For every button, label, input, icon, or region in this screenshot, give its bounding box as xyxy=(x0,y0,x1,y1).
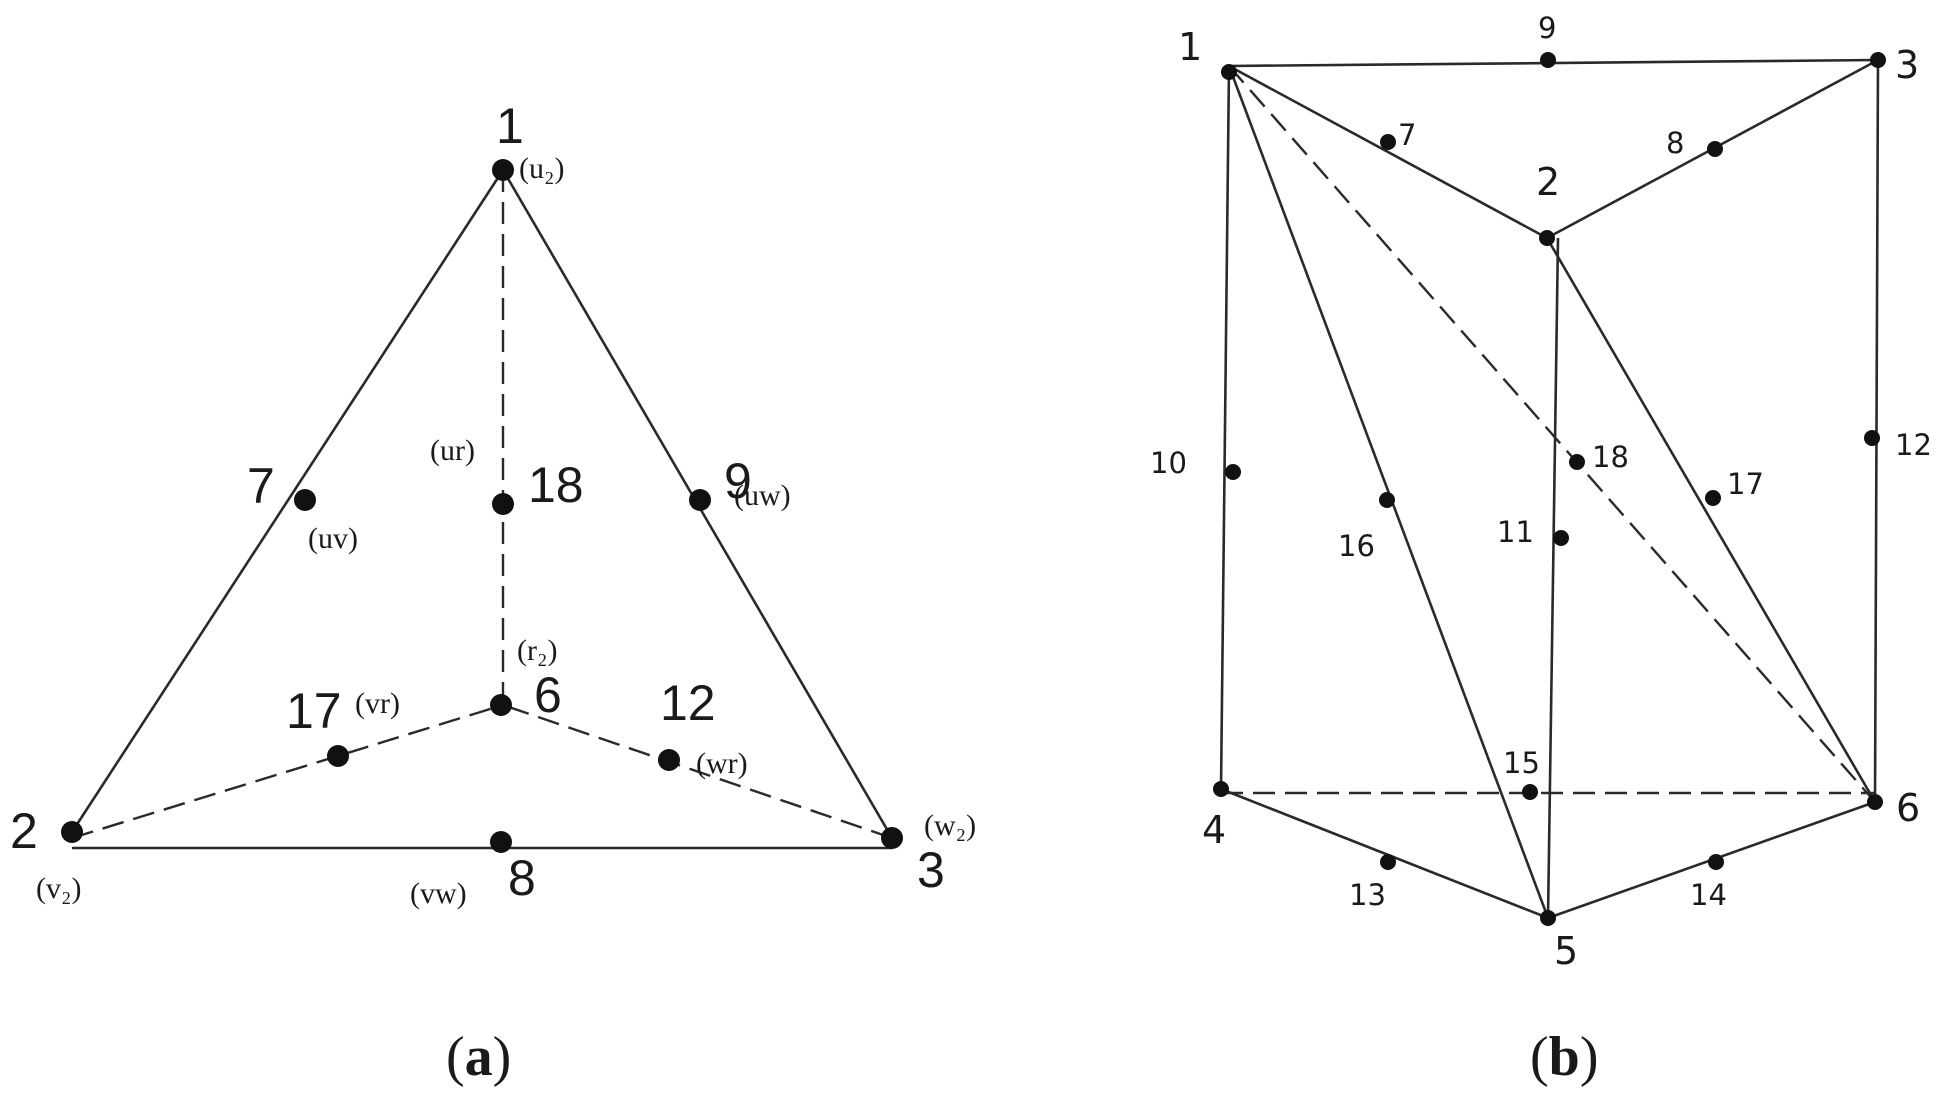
edge-b-4-5 xyxy=(1220,787,1549,920)
edge-b-3-6 xyxy=(1873,59,1880,803)
param-a-2: (v₂) xyxy=(36,872,81,905)
label-b-5: 5 xyxy=(1554,929,1578,973)
label-b-3: 3 xyxy=(1895,43,1919,87)
label-a-7: 7 xyxy=(247,458,275,514)
param-a-18: (ur) xyxy=(430,434,475,467)
node-a-6 xyxy=(490,694,512,716)
edge-b-1-5 xyxy=(1227,65,1550,919)
edge-1-2 xyxy=(70,169,505,833)
node-b-12 xyxy=(1864,430,1880,446)
node-b-1 xyxy=(1221,64,1237,80)
label-b-4: 4 xyxy=(1202,808,1226,852)
label-b-11: 11 xyxy=(1497,515,1534,549)
node-b-16 xyxy=(1379,492,1395,508)
node-b-4 xyxy=(1213,781,1229,797)
panel-b: 1 2 3 4 5 6 7 8 9 10 11 12 13 14 15 16 1… xyxy=(1150,11,1932,1088)
label-a-17: 17 xyxy=(286,683,342,739)
node-b-2 xyxy=(1539,230,1555,246)
node-b-11 xyxy=(1553,530,1569,546)
param-a-9: (uw) xyxy=(734,479,791,512)
edge-b-2-6 xyxy=(1545,237,1877,803)
node-b-18 xyxy=(1569,454,1585,470)
label-b-1: 1 xyxy=(1178,25,1202,69)
node-b-6 xyxy=(1867,794,1883,810)
param-a-17: (vr) xyxy=(355,687,400,720)
label-b-18: 18 xyxy=(1592,440,1629,474)
label-b-7: 7 xyxy=(1398,118,1416,152)
node-b-7 xyxy=(1380,134,1396,150)
node-a-8 xyxy=(490,831,512,853)
label-b-16: 16 xyxy=(1338,529,1375,563)
label-a-12: 12 xyxy=(660,675,716,731)
edge-b-2-5 xyxy=(1546,237,1560,919)
label-b-12: 12 xyxy=(1895,428,1932,462)
label-a-2: 2 xyxy=(10,803,38,859)
node-b-17 xyxy=(1705,490,1721,506)
node-b-3 xyxy=(1870,52,1886,68)
label-b-13: 13 xyxy=(1349,878,1386,912)
label-b-17: 17 xyxy=(1727,467,1764,501)
node-b-5 xyxy=(1540,910,1556,926)
node-b-8 xyxy=(1707,141,1723,157)
node-a-12 xyxy=(658,749,680,771)
edge-b-1-6 xyxy=(1228,65,1876,803)
edge-b-1-2 xyxy=(1228,64,1548,240)
node-b-14 xyxy=(1708,854,1724,870)
label-a-6: 6 xyxy=(534,667,562,723)
label-a-9: 9 xyxy=(724,453,752,509)
node-b-9 xyxy=(1540,52,1556,68)
node-a-2 xyxy=(61,821,83,843)
node-a-17 xyxy=(327,745,349,767)
label-b-14: 14 xyxy=(1690,878,1727,912)
node-b-10 xyxy=(1225,464,1241,480)
label-b-8: 8 xyxy=(1666,126,1684,160)
label-b-10: 10 xyxy=(1150,446,1187,480)
label-b-6: 6 xyxy=(1896,786,1920,830)
param-a-1: (u₂) xyxy=(519,152,564,185)
label-a-8: 8 xyxy=(508,850,536,906)
label-b-9: 9 xyxy=(1538,11,1556,45)
label-a-3: 3 xyxy=(917,842,945,898)
caption-b: (b) xyxy=(1530,1026,1598,1088)
param-a-12: (wr) xyxy=(696,747,748,780)
node-a-1 xyxy=(492,159,514,181)
node-a-7 xyxy=(294,489,316,511)
edge-2-6 xyxy=(71,703,504,840)
edge-b-1-4 xyxy=(1219,65,1231,790)
node-b-13 xyxy=(1380,854,1396,870)
caption-a: (a) xyxy=(446,1026,511,1088)
edge-3-6 xyxy=(502,703,893,840)
param-a-6: (r₂) xyxy=(517,634,557,667)
label-b-15: 15 xyxy=(1503,746,1540,780)
node-b-15 xyxy=(1522,784,1538,800)
label-a-18: 18 xyxy=(528,457,584,513)
label-b-2: 2 xyxy=(1536,160,1560,204)
param-a-3: (w₂) xyxy=(924,809,976,842)
param-a-7: (uv) xyxy=(308,522,358,555)
node-a-3 xyxy=(881,827,903,849)
param-a-8: (vw) xyxy=(410,877,467,910)
label-a-1: 1 xyxy=(496,98,524,154)
panel-a: 1 2 3 6 7 8 9 12 17 18 (u₂) (v₂) (w₂) (r… xyxy=(10,98,976,1088)
node-a-9 xyxy=(689,489,711,511)
node-a-18 xyxy=(492,493,514,515)
